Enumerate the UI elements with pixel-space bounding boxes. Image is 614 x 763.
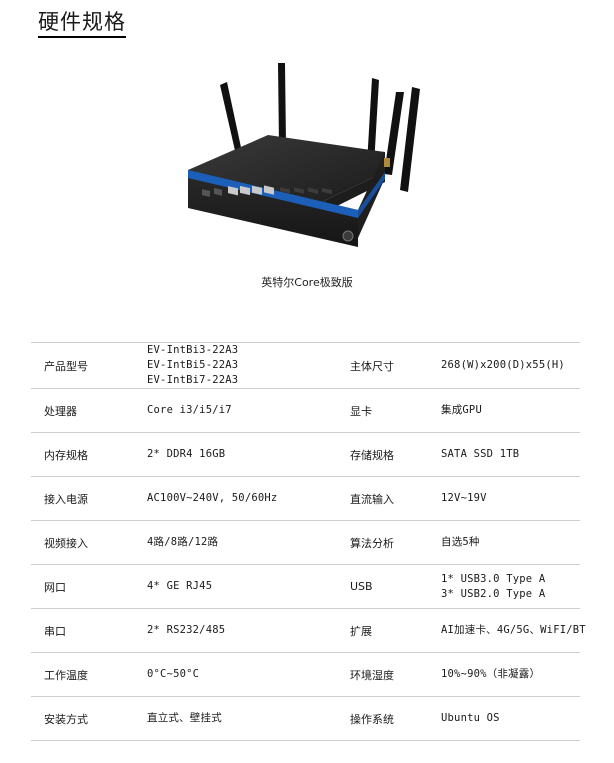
spec-value-line: 12V~19V [441,492,487,504]
product-caption: 英特尔Core极致版 [261,276,353,289]
spec-value-line: 4* GE RJ45 [147,580,213,592]
spec-label: 操作系统 [337,696,441,741]
spec-label: 直流输入 [337,476,441,521]
spec-label: 处理器 [31,388,147,433]
spec-value: AC100V~240V, 50/60Hz [147,476,337,521]
antenna-icon [220,63,420,192]
spec-value-line: 自选5种 [441,536,480,548]
spec-value-line: 0°C~50°C [147,668,200,680]
spec-value-line: 10%~90%（非凝露） [441,668,541,680]
spec-value: 268(W)x200(D)x55(H) [441,342,580,389]
spec-value: 4* GE RJ45 [147,564,337,609]
spec-value: 0°C~50°C [147,652,337,697]
spec-value: 直立式、壁挂式 [147,696,337,741]
spec-value-line: EV-IntBi7-22A3 [147,374,239,386]
spec-value-line: AI加速卡、4G/5G、WiFI/BT [441,624,586,636]
spec-value-line: 268(W)x200(D)x55(H) [441,359,565,371]
spec-label: 内存规格 [31,432,147,477]
spec-value-line: SATA SSD 1TB [441,448,520,460]
spec-value-line: 2* RS232/485 [147,624,226,636]
spec-value: 12V~19V [441,476,580,521]
spec-value-line: Ubuntu OS [441,712,500,724]
spec-value-line: 直立式、壁挂式 [147,712,222,724]
product-image [188,63,420,247]
spec-value-line: AC100V~240V, 50/60Hz [147,492,278,504]
spec-value-line: Core i3/i5/i7 [147,404,232,416]
spec-value-line: 3* USB2.0 Type A [441,587,546,600]
spec-value-line: EV-IntBi5-22A3 [147,359,239,371]
spec-value-line: 集成GPU [441,404,482,416]
spec-label: 算法分析 [337,520,441,565]
spec-label: 存储规格 [337,432,441,477]
spec-label: 工作温度 [31,652,147,697]
spec-label: 视频接入 [31,520,147,565]
spec-value: 2* DDR4 16GB [147,432,337,477]
spec-value: 4路/8路/12路 [147,520,337,565]
spec-value: 1* USB3.0 Type A 3* USB2.0 Type A [441,564,580,609]
spec-value: Core i3/i5/i7 [147,388,337,433]
spec-value: 集成GPU [441,388,580,433]
spec-value-line: 2* DDR4 16GB [147,448,226,460]
spec-label: 接入电源 [31,476,147,521]
spec-value: 2* RS232/485 [147,608,337,653]
spec-label: 网口 [31,564,147,609]
spec-label: 环境湿度 [337,652,441,697]
spec-value: Ubuntu OS [441,696,580,741]
spec-value-line: 1* USB3.0 Type A [441,572,546,585]
page-title: 硬件规格 [38,9,126,38]
spec-value: AI加速卡、4G/5G、WiFI/BT [441,608,586,653]
spec-label: 安装方式 [31,696,147,741]
spec-label: 扩展 [337,608,441,653]
spec-label: 串口 [31,608,147,653]
spec-label: USB [337,564,441,609]
spec-value: 10%~90%（非凝露） [441,652,580,697]
spec-value: 自选5种 [441,520,580,565]
spec-value-line: EV-IntBi3-22A3 [147,344,239,356]
spec-label: 显卡 [337,388,441,433]
spec-label: 主体尺寸 [337,342,441,389]
spec-value: SATA SSD 1TB [441,432,580,477]
spec-label: 产品型号 [31,342,147,389]
spec-value-line: 4路/8路/12路 [147,536,219,548]
